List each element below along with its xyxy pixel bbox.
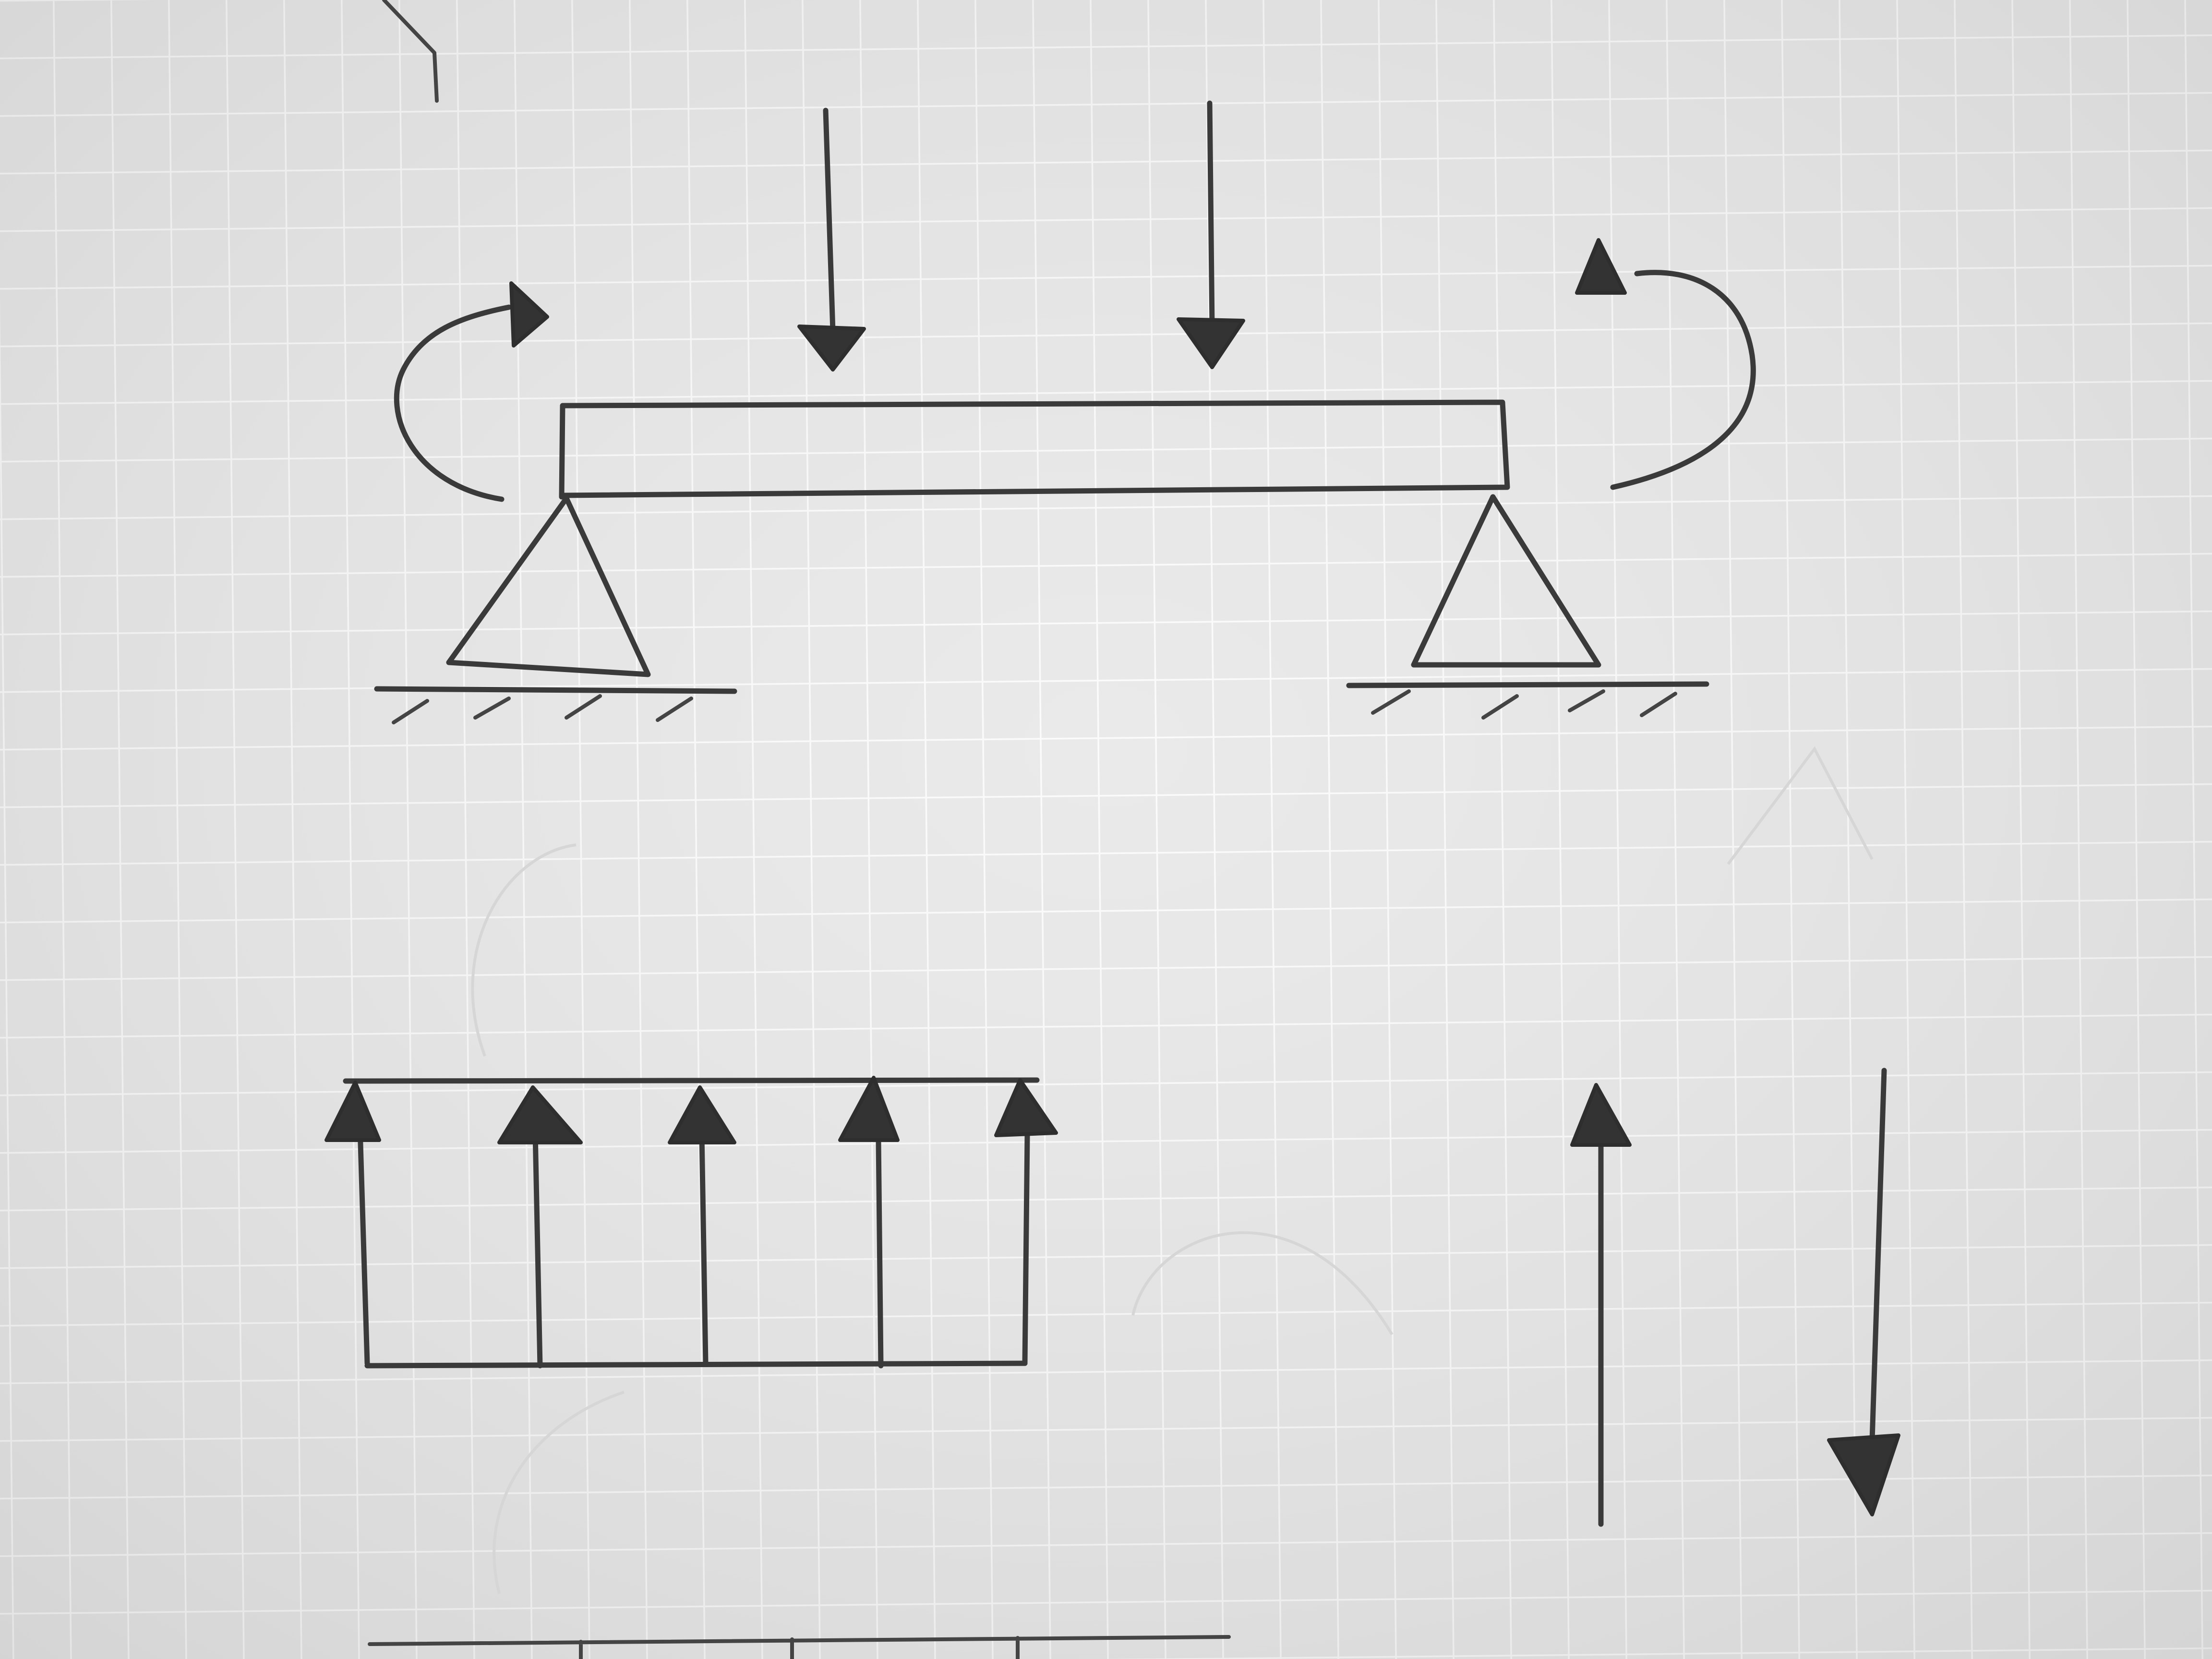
distributed-load-arrow-4 <box>838 1076 900 1369</box>
distributed-load-base-line <box>364 1360 1028 1369</box>
beam-diagram <box>374 100 1756 724</box>
distributed-load-arrow-3 <box>668 1085 736 1366</box>
distributed-load-arrow-2 <box>497 1085 583 1369</box>
downward-force-arrow <box>1827 1068 1900 1516</box>
partial-table-sketch-bottom <box>368 1635 1231 1659</box>
point-load-arrow-2 <box>1177 100 1245 369</box>
partial-support-sketch-top <box>382 0 439 103</box>
right-moment-arrow <box>1575 238 1756 490</box>
distributed-load-diagram <box>325 1076 1058 1369</box>
distributed-load-arrow-1 <box>325 1081 381 1366</box>
point-load-arrow-1 <box>797 108 866 372</box>
erased-ghost-marks <box>471 746 1874 1594</box>
left-moment-arrow <box>394 281 549 502</box>
distributed-load-arrow-5 <box>994 1078 1058 1366</box>
right-pin-support <box>1346 494 1709 720</box>
beam <box>559 399 1510 500</box>
distributed-load-top-line <box>343 1077 1040 1084</box>
upward-force-arrow <box>1570 1083 1632 1527</box>
left-pin-support <box>374 495 737 724</box>
